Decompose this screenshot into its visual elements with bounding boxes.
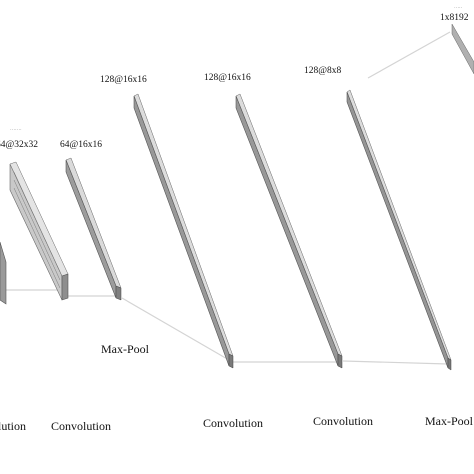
connector-lines — [0, 31, 451, 365]
operation-label: Convolution — [0, 419, 27, 433]
layer-block-1 — [0, 241, 7, 305]
tiny-annotation-mark: ····· — [454, 6, 463, 11]
operation-label: Convolution — [51, 419, 112, 433]
layer-shape-label: 64@16x16 — [60, 140, 102, 150]
connector-line — [367, 31, 451, 79]
layer-block-1x8192 — [451, 23, 474, 75]
operation-label-maxpool-mid: Max-Pool — [101, 342, 149, 356]
connector-line — [342, 360, 449, 365]
operation-label: Convolution — [313, 414, 374, 428]
tiny-annotation-mark: ······· — [10, 128, 22, 133]
layer-shape-label: 1x8192 — [440, 13, 469, 23]
layer-shape-label: 128@16x16 — [100, 75, 147, 85]
layer-block-128-16x16-b — [235, 93, 343, 369]
layer-block-64-16x16 — [65, 157, 122, 301]
connector-line — [121, 297, 230, 361]
operation-label: Max-Pool — [425, 414, 473, 428]
operation-label: Convolution — [203, 416, 264, 430]
layer-shape-label: 128@16x16 — [204, 73, 251, 83]
layer-shape-label: 64@32x32 — [0, 140, 38, 150]
layer-block-128-8x8 — [346, 89, 452, 371]
layer-shape-label: 128@8x8 — [304, 66, 342, 76]
layer-block-64-32x32 — [9, 161, 69, 301]
layer-block-128-16x16-a — [133, 93, 234, 369]
